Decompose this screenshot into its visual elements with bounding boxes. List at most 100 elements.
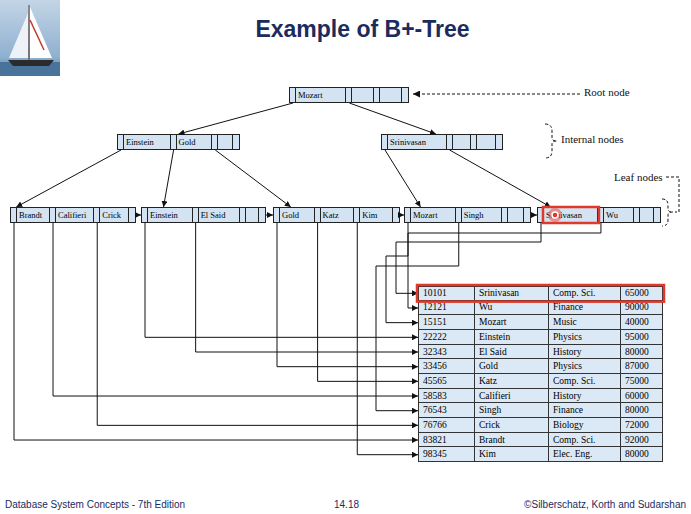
cell-text: 98345 (423, 449, 447, 459)
table-cell: 90000 (621, 301, 663, 316)
key-cell (640, 208, 654, 222)
key-text: Katz (321, 210, 341, 220)
table-cell: Kim (475, 447, 549, 462)
table-cell: 45565 (419, 374, 475, 389)
table-cell: 98345 (419, 447, 475, 462)
table-cell: Comp. Sci. (549, 374, 621, 389)
logo-jib (9, 13, 28, 58)
btree-node: MozartSingh (404, 207, 531, 223)
key-cell: Gold (177, 135, 213, 149)
cell-text: Gold (479, 361, 498, 371)
cell-text: Einstein (479, 332, 510, 342)
record-pointer (14, 223, 418, 440)
record-pointer (396, 223, 541, 293)
cell-text: Elec. Eng. (553, 449, 592, 459)
table-cell: Brandt (475, 433, 549, 448)
key-text: Mozart (296, 90, 325, 100)
cell-text: 80000 (625, 449, 649, 459)
key-text: Wu (604, 210, 620, 220)
table-cell: Singh (475, 403, 549, 418)
cell-text: 90000 (625, 302, 649, 312)
table-cell: 40000 (621, 315, 663, 330)
table-cell: 80000 (621, 403, 663, 418)
table-cell: 76543 (419, 403, 475, 418)
bracket (662, 199, 673, 226)
cell-text: 87000 (625, 361, 649, 371)
key-cell: Einstein (124, 135, 171, 149)
cell-text: Comp. Sci. (553, 435, 596, 445)
pointer-arrow (450, 150, 551, 207)
cell-text: 12121 (423, 302, 447, 312)
footer-text: Database System Concepts - 7th Edition (5, 499, 185, 510)
sibling-pointer (531, 215, 537, 216)
table-cell: 15151 (419, 315, 475, 330)
table-cell: 80000 (621, 447, 663, 462)
table-cell: Crick (475, 418, 549, 433)
callout-label: Internal nodes (561, 133, 624, 145)
cell-text: 22222 (423, 332, 447, 342)
record-pointer (408, 223, 601, 308)
key-cell: El Said (199, 208, 241, 222)
cell-text: 10101 (423, 288, 447, 298)
key-text: Einstein (124, 137, 156, 147)
cell-text: 33456 (423, 361, 447, 371)
record-pointer (53, 223, 418, 396)
table-cell: Biology (549, 418, 621, 433)
key-text: Singh (462, 210, 486, 220)
table-cell: Comp. Sci. (549, 287, 621, 301)
table-cell: 65000 (621, 287, 663, 301)
record-pointer (196, 223, 418, 352)
key-text: Srinivasan (388, 137, 428, 147)
record-pointer (277, 223, 418, 367)
cell-text: 76543 (423, 405, 447, 415)
key-cell: Singh (462, 208, 502, 222)
pointer-cell (393, 208, 399, 222)
cell-text: 60000 (625, 391, 649, 401)
cell-text: 80000 (625, 405, 649, 415)
record-row: 83821BrandtComp. Sci.92000 (418, 433, 663, 448)
cell-text: Kim (479, 449, 496, 459)
logo-mast (29, 5, 30, 62)
key-cell (218, 135, 233, 149)
cell-text: Comp. Sci. (553, 376, 596, 386)
cell-text: Crick (479, 420, 500, 430)
cell-text: 32343 (423, 347, 447, 357)
table-cell: Music (549, 315, 621, 330)
record-row: 12121WuFinance90000 (418, 301, 663, 316)
record-pointer (145, 223, 418, 337)
cell-text: Singh (479, 405, 501, 415)
pointer-cell (654, 208, 660, 222)
cell-text: 80000 (625, 347, 649, 357)
table-cell: 10101 (419, 287, 475, 301)
key-cell (453, 135, 472, 149)
table-cell: 33456 (419, 359, 475, 374)
pointer-cell (496, 135, 502, 149)
table-cell: 95000 (621, 330, 663, 345)
table-cell: Elec. Eng. (549, 447, 621, 462)
cell-text: Brandt (479, 435, 505, 445)
cell-text: Katz (479, 376, 497, 386)
cursor-dot (548, 208, 562, 222)
cell-text: 76766 (423, 420, 447, 430)
record-row: 33456GoldPhysics87000 (418, 359, 663, 374)
cell-text: Srinivasan (479, 288, 519, 298)
logo-mainsail (30, 7, 52, 58)
logo-sky (0, 0, 60, 76)
key-text: Gold (177, 137, 198, 147)
record-pointer (357, 223, 418, 455)
table-cell: Physics (549, 330, 621, 345)
sailboat-logo (0, 0, 60, 76)
cell-text: Mozart (479, 317, 506, 327)
key-cell (380, 88, 402, 102)
cell-text: 15151 (423, 317, 447, 327)
key-cell: Kim (360, 208, 393, 222)
table-cell: History (549, 389, 621, 404)
table-cell: Katz (475, 374, 549, 389)
record-row: 76543SinghFinance80000 (418, 403, 663, 418)
cell-text: 83821 (423, 435, 447, 445)
table-cell: 22222 (419, 330, 475, 345)
callout-label: Leaf nodes (614, 171, 663, 183)
table-cell: 76766 (419, 418, 475, 433)
key-cell: Mozart (296, 88, 346, 102)
key-text: Crick (100, 210, 123, 220)
